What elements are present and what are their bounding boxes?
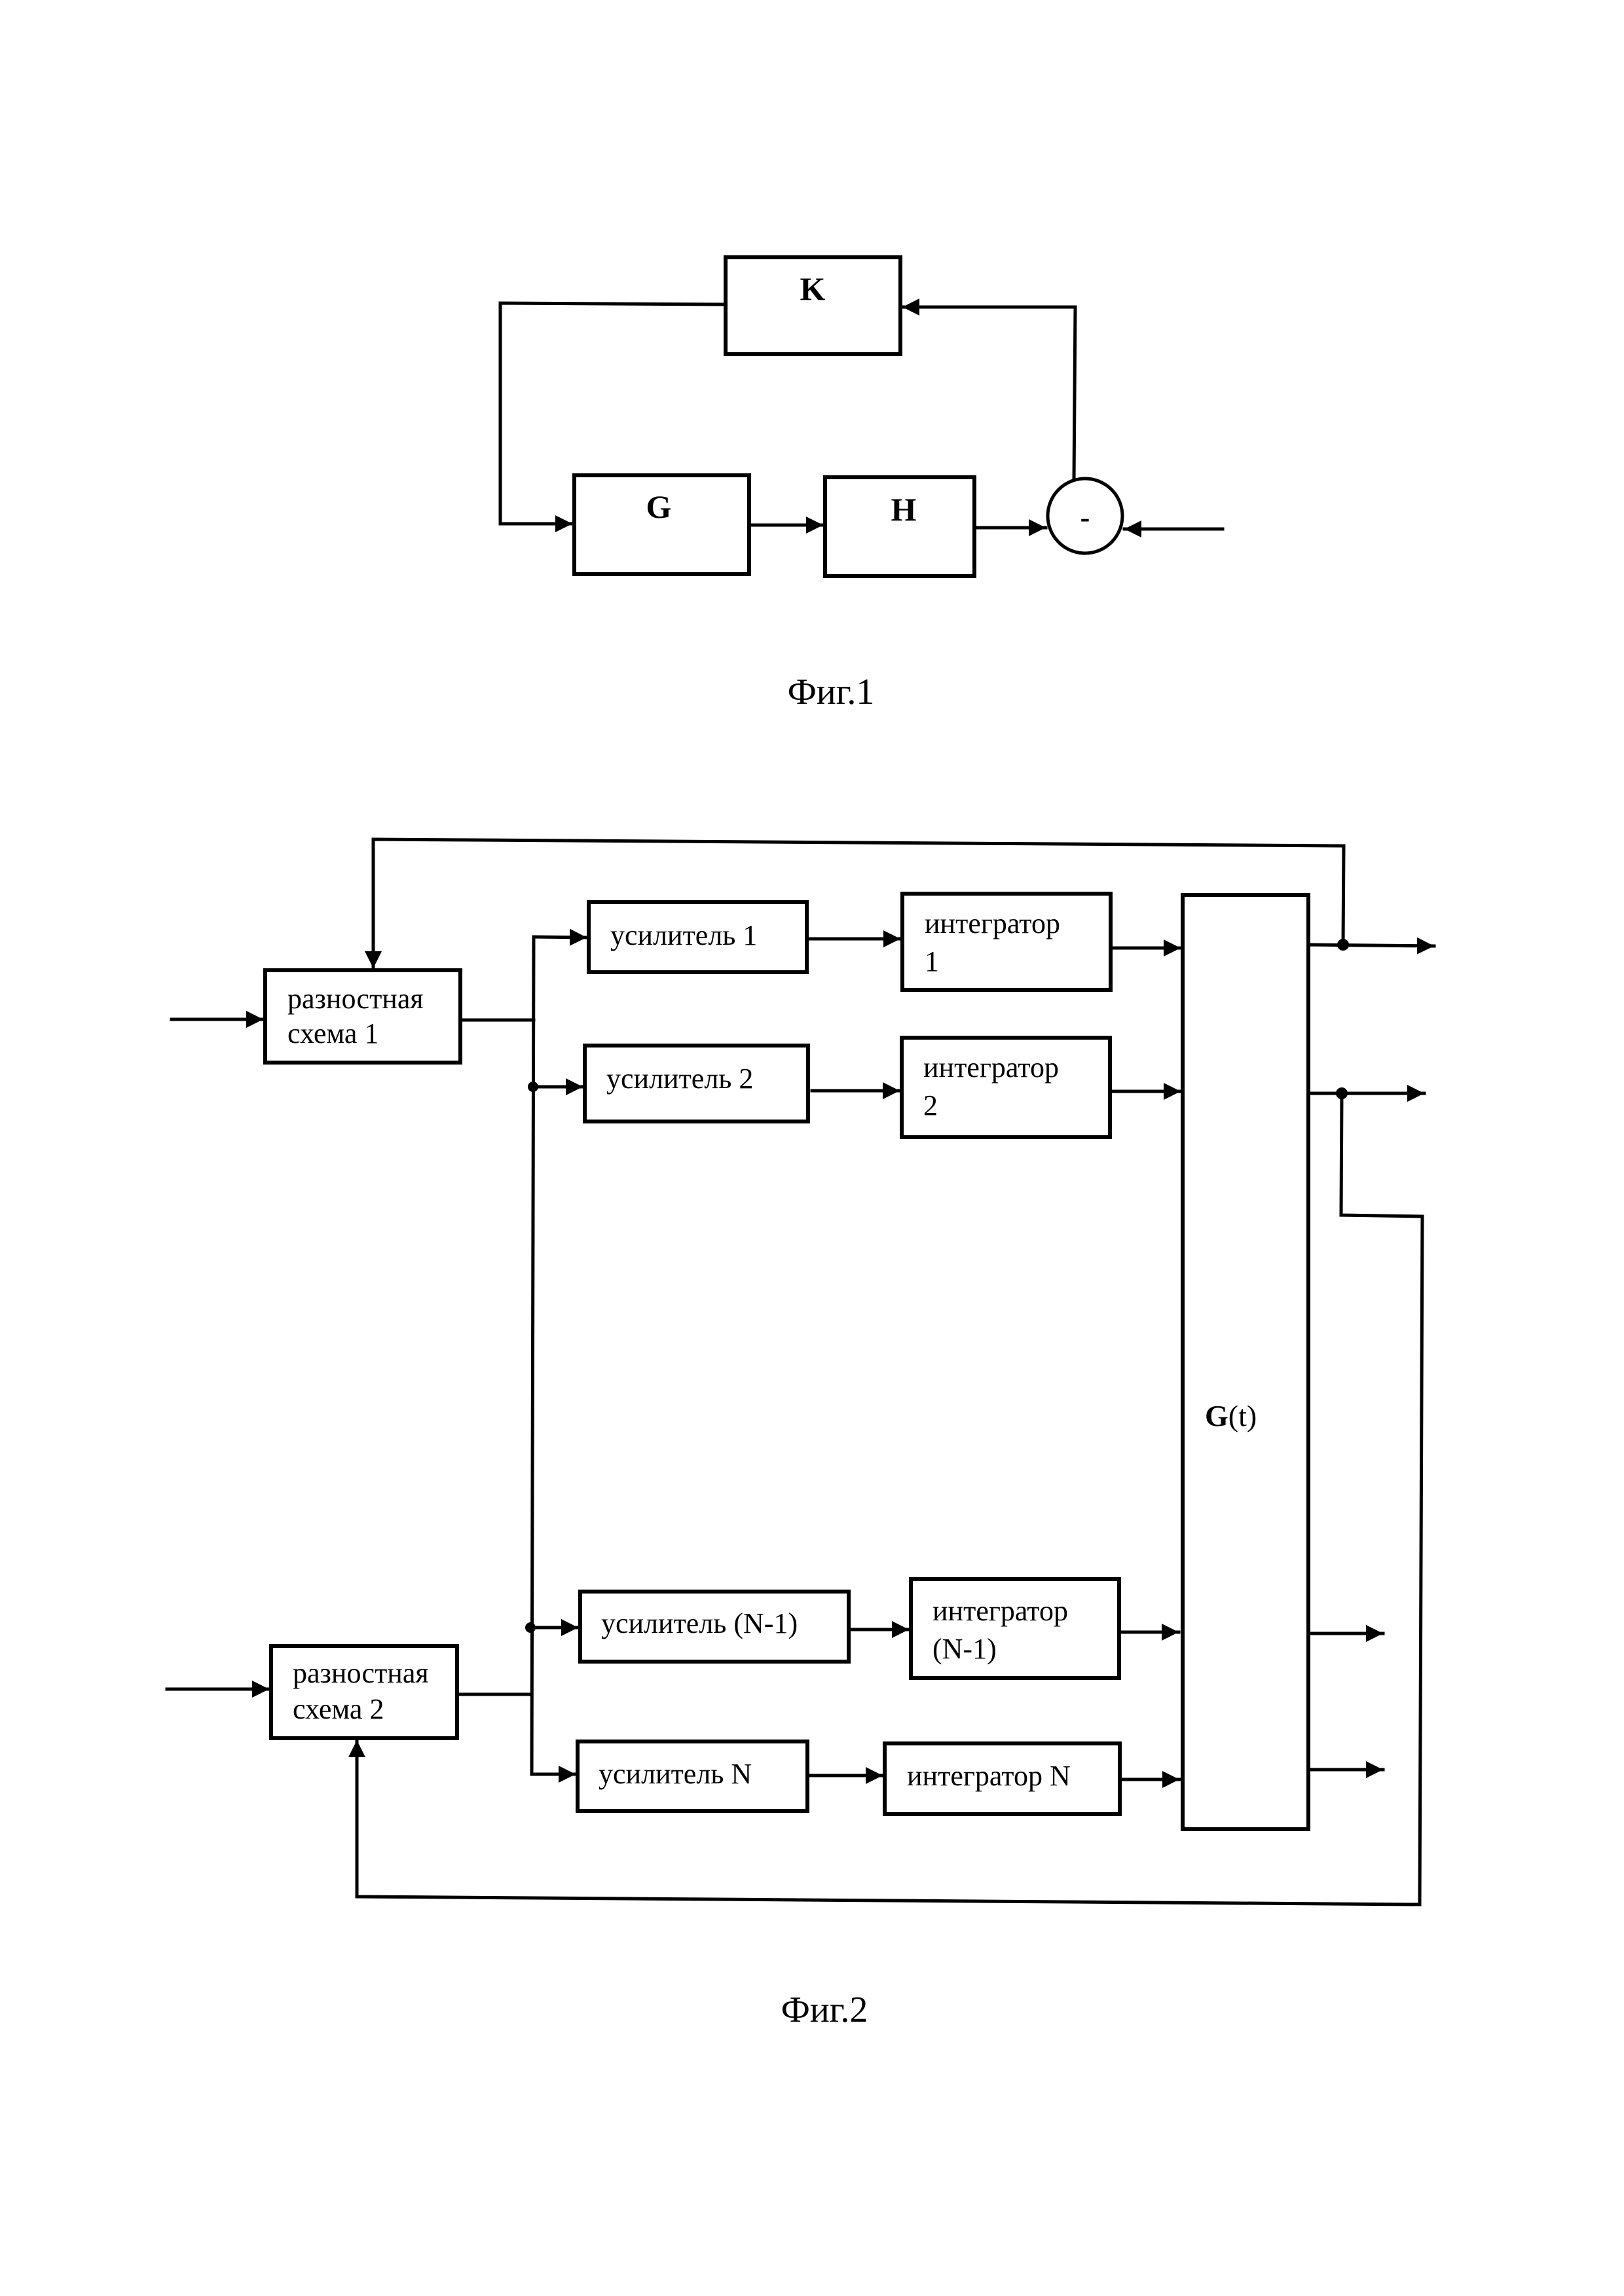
block-k: K [726, 257, 900, 354]
block-h: H [825, 477, 974, 576]
integrator-n-minus-1-label-line2: (N-1) [932, 1633, 997, 1665]
integrator-1-label-line2: 1 [925, 945, 939, 977]
matrix-block-gt-argument: (t) [1228, 1399, 1257, 1432]
output-line-1 [1308, 945, 1434, 946]
figure-2: разностная схема 1 разностная схема 2 ус… [167, 839, 1434, 2030]
difference-circuit-2: разностная схема 2 [271, 1646, 457, 1738]
connector-summator-to-k [902, 307, 1075, 480]
amplifier-2-label: усилитель 2 [606, 1063, 753, 1095]
amplifier-2: усилитель 2 [585, 1046, 808, 1121]
connector-bus-to-amplifier-1 [534, 937, 587, 938]
integrator-n: интегратор N [885, 1743, 1120, 1814]
amplifier-1: усилитель 1 [589, 902, 807, 972]
matrix-block-gt-symbol: G [1205, 1399, 1228, 1432]
figure-1: K G H - Фиг.1 [500, 257, 1223, 712]
integrator-1-label-line1: интегратор [925, 907, 1060, 939]
summator: - [1048, 479, 1122, 553]
block-k-label: K [800, 270, 826, 307]
integrator-n-minus-1: интегратор (N-1) [911, 1579, 1119, 1678]
integrator-1: интегратор 1 [902, 894, 1111, 990]
block-g-label: G [646, 488, 672, 525]
figure-1-caption: Фиг.1 [788, 672, 875, 712]
amplifier-1-label: усилитель 1 [610, 919, 757, 951]
matrix-block-gt-label: G(t) [1205, 1399, 1257, 1432]
difference-circuit-2-label-line1: разностная [293, 1657, 429, 1689]
integrator-2-label-line2: 2 [923, 1089, 938, 1121]
integrator-2: интегратор 2 [902, 1038, 1110, 1137]
integrator-n-minus-1-label-line1: интегратор [932, 1595, 1068, 1627]
amplifier-n-minus-1-label: усилитель (N-1) [601, 1607, 798, 1639]
matrix-block-gt-frame [1183, 895, 1308, 1829]
amplifier-n-minus-1: усилитель (N-1) [580, 1592, 849, 1662]
block-g: G [574, 475, 749, 574]
integrator-n-label: интегратор N [907, 1760, 1071, 1792]
amplifier-n-label: усилитель N [599, 1758, 752, 1790]
amplifier-n: усилитель N [578, 1741, 807, 1811]
junction-dot-bus-n-minus-1 [525, 1622, 536, 1633]
block-h-label: H [891, 491, 917, 528]
matrix-block-gt: G(t) [1183, 895, 1308, 1829]
summator-sign: - [1080, 501, 1090, 534]
figure-2-caption: Фиг.2 [781, 1990, 868, 2030]
junction-dot-bus-2 [528, 1082, 538, 1092]
difference-circuit-1-label-line1: разностная [287, 983, 424, 1015]
distribution-bus [532, 937, 534, 1774]
integrator-2-label-line1: интегратор [923, 1051, 1059, 1084]
difference-circuit-1-label-line2: схема 1 [287, 1017, 378, 1049]
difference-circuit-2-label-line2: схема 2 [293, 1693, 384, 1725]
difference-circuit-1: разностная схема 1 [265, 970, 460, 1063]
